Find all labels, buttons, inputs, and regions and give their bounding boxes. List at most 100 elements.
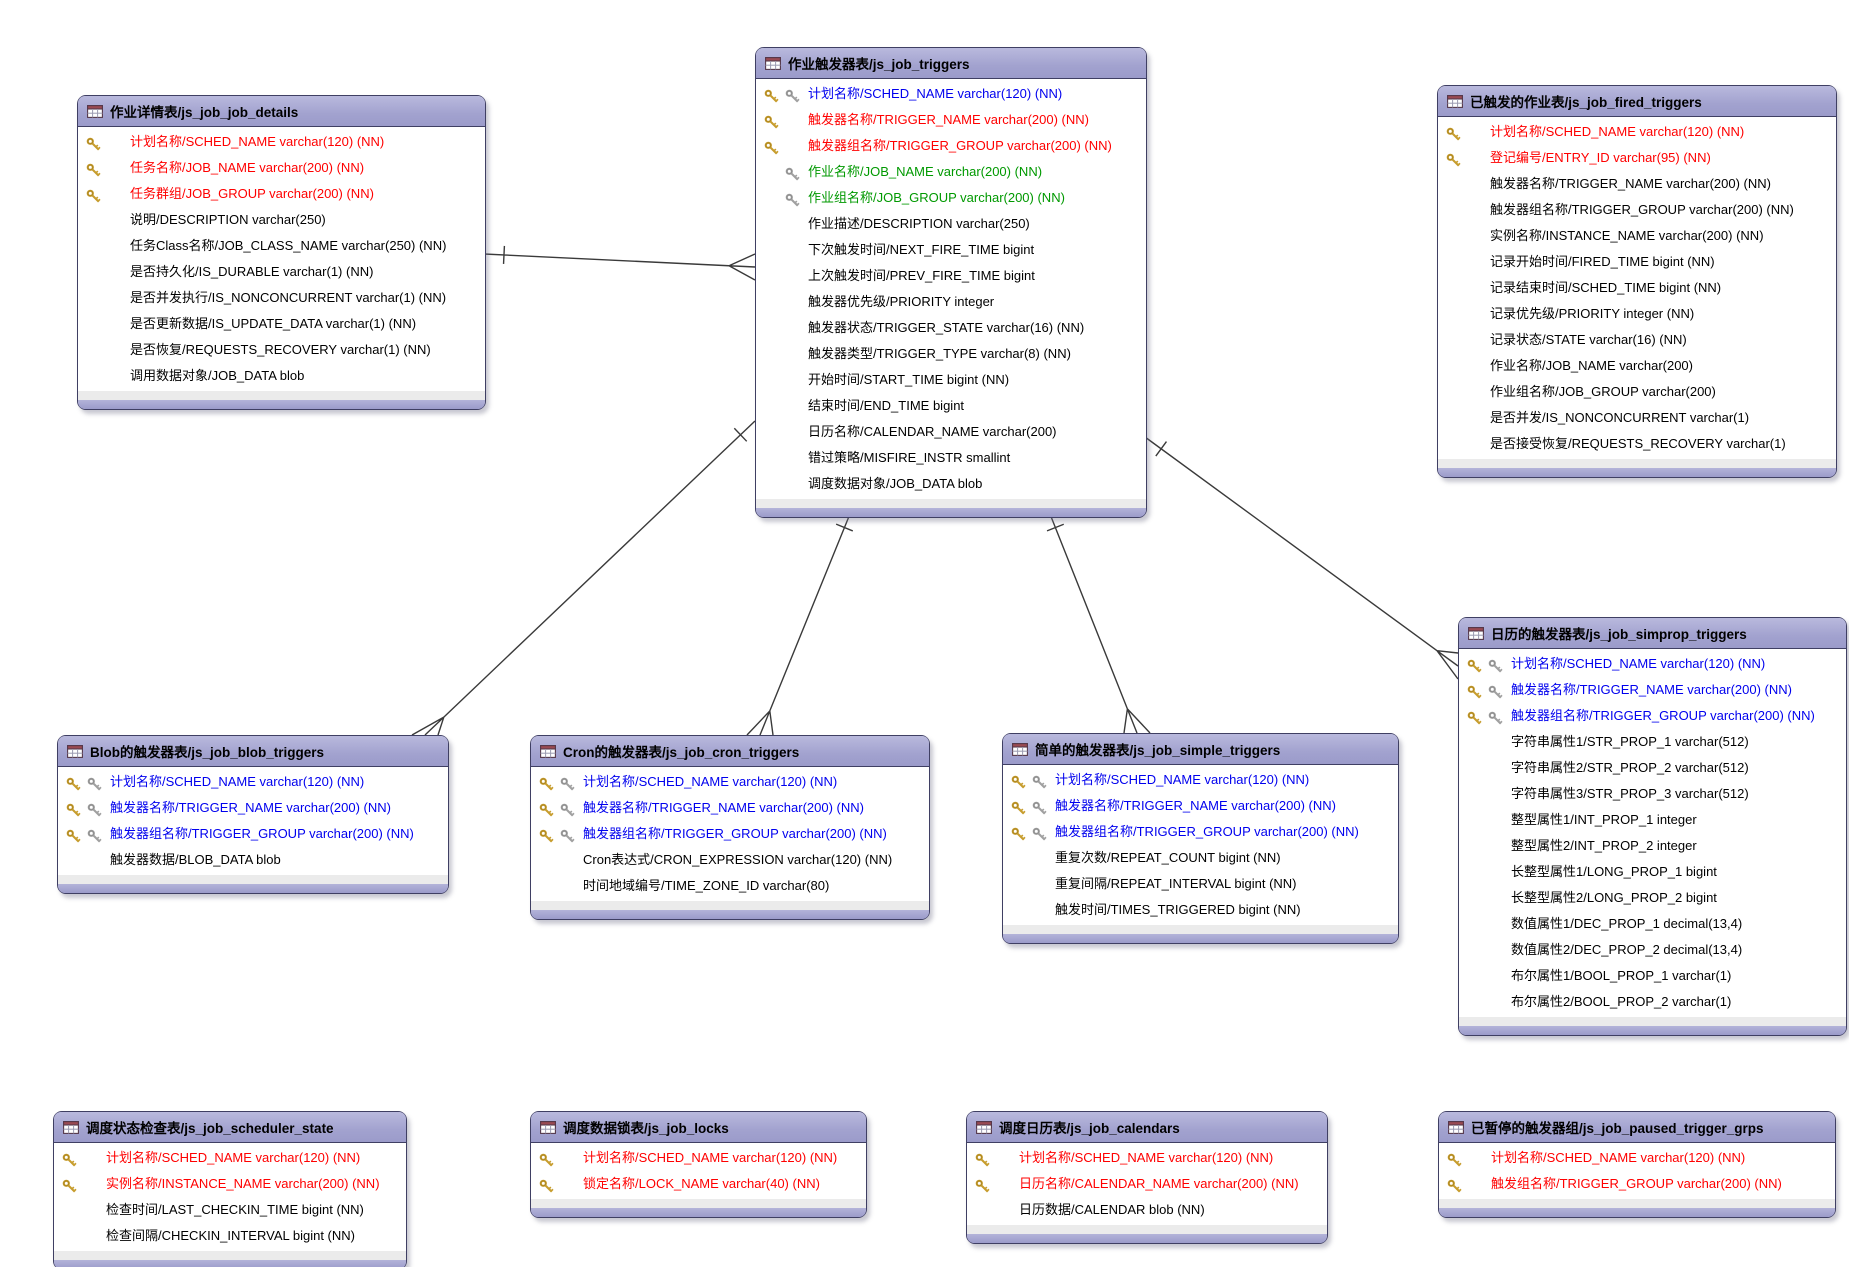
column-row[interactable]: 开始时间/START_TIME bigint (NN) — [756, 367, 1146, 393]
table-header[interactable]: 简单的触发器表/js_job_simple_triggers — [1003, 734, 1398, 765]
column-row[interactable]: 作业名称/JOB_NAME varchar(200) (NN) — [756, 159, 1146, 185]
table-header[interactable]: 作业详情表/js_job_job_details — [78, 96, 485, 127]
column-row[interactable]: 作业名称/JOB_NAME varchar(200) — [1438, 353, 1836, 379]
relationship-js_job_triggers-to-js_job_simprop_triggers[interactable] — [1144, 436, 1459, 680]
column-row[interactable]: 说明/DESCRIPTION varchar(250) — [78, 207, 485, 233]
column-row[interactable]: 长整型属性1/LONG_PROP_1 bigint — [1459, 859, 1846, 885]
column-row[interactable]: 长整型属性2/LONG_PROP_2 bigint — [1459, 885, 1846, 911]
relationship-js_job_triggers-to-js_job_simple_triggers[interactable] — [1046, 508, 1151, 734]
column-row[interactable]: 触发器名称/TRIGGER_NAME varchar(200) (NN) — [756, 107, 1146, 133]
column-row[interactable]: 计划名称/SCHED_NAME varchar(120) (NN) — [531, 1145, 866, 1171]
column-row[interactable]: 记录结束时间/SCHED_TIME bigint (NN) — [1438, 275, 1836, 301]
column-row[interactable]: 是否接受恢复/REQUESTS_RECOVERY varchar(1) — [1438, 431, 1836, 457]
table-header[interactable]: 已暂停的触发器组/js_job_paused_trigger_grps — [1439, 1112, 1835, 1143]
column-row[interactable]: 时间地域编号/TIME_ZONE_ID varchar(80) — [531, 873, 929, 899]
column-row[interactable]: 触发器优先级/PRIORITY integer — [756, 289, 1146, 315]
column-row[interactable]: 触发器组名称/TRIGGER_GROUP varchar(200) (NN) — [531, 821, 929, 847]
column-row[interactable]: 触发器组名称/TRIGGER_GROUP varchar(200) (NN) — [756, 133, 1146, 159]
column-row[interactable]: 任务群组/JOB_GROUP varchar(200) (NN) — [78, 181, 485, 207]
table-header[interactable]: 调度数据锁表/js_job_locks — [531, 1112, 866, 1143]
column-row[interactable]: 布尔属性2/BOOL_PROP_2 varchar(1) — [1459, 989, 1846, 1015]
column-row[interactable]: 记录开始时间/FIRED_TIME bigint (NN) — [1438, 249, 1836, 275]
column-row[interactable]: 触发时间/TIMES_TRIGGERED bigint (NN) — [1003, 897, 1398, 923]
table-header[interactable]: 已触发的作业表/js_job_fired_triggers — [1438, 86, 1836, 117]
table-header[interactable]: 作业触发器表/js_job_triggers — [756, 48, 1146, 79]
column-row[interactable]: 计划名称/SCHED_NAME varchar(120) (NN) — [1003, 767, 1398, 793]
column-row[interactable]: 数值属性2/DEC_PROP_2 decimal(13,4) — [1459, 937, 1846, 963]
relationship-js_job_job_details-to-js_job_triggers[interactable] — [483, 245, 756, 281]
column-row[interactable]: 日历名称/CALENDAR_NAME varchar(200) (NN) — [967, 1171, 1327, 1197]
column-row[interactable]: 是否并发/IS_NONCONCURRENT varchar(1) — [1438, 405, 1836, 431]
relationship-js_job_triggers-to-js_job_cron_triggers[interactable] — [746, 508, 854, 736]
column-row[interactable]: 计划名称/SCHED_NAME varchar(120) (NN) — [967, 1145, 1327, 1171]
column-row[interactable]: 上次触发时间/PREV_FIRE_TIME bigint — [756, 263, 1146, 289]
table-header[interactable]: Cron的触发器表/js_job_cron_triggers — [531, 736, 929, 767]
column-row[interactable]: 触发组名称/TRIGGER_GROUP varchar(200) (NN) — [1439, 1171, 1835, 1197]
column-row[interactable]: 日历数据/CALENDAR blob (NN) — [967, 1197, 1327, 1223]
column-row[interactable]: 触发器组名称/TRIGGER_GROUP varchar(200) (NN) — [58, 821, 448, 847]
column-row[interactable]: 计划名称/SCHED_NAME varchar(120) (NN) — [58, 769, 448, 795]
column-row[interactable]: 触发器名称/TRIGGER_NAME varchar(200) (NN) — [1003, 793, 1398, 819]
column-row[interactable]: 是否持久化/IS_DURABLE varchar(1) (NN) — [78, 259, 485, 285]
column-row[interactable]: 下次触发时间/NEXT_FIRE_TIME bigint — [756, 237, 1146, 263]
table-header[interactable]: 日历的触发器表/js_job_simprop_triggers — [1459, 618, 1846, 649]
column-row[interactable]: 任务Class名称/JOB_CLASS_NAME varchar(250) (N… — [78, 233, 485, 259]
column-row[interactable]: 计划名称/SCHED_NAME varchar(120) (NN) — [78, 129, 485, 155]
column-row[interactable]: 调用数据对象/JOB_DATA blob — [78, 363, 485, 389]
column-row[interactable]: 是否恢复/REQUESTS_RECOVERY varchar(1) (NN) — [78, 337, 485, 363]
column-row[interactable]: 作业组名称/JOB_GROUP varchar(200) (NN) — [756, 185, 1146, 211]
column-row[interactable]: 触发器类型/TRIGGER_TYPE varchar(8) (NN) — [756, 341, 1146, 367]
column-row[interactable]: 整型属性2/INT_PROP_2 integer — [1459, 833, 1846, 859]
column-row[interactable]: 计划名称/SCHED_NAME varchar(120) (NN) — [1438, 119, 1836, 145]
column-row[interactable]: 计划名称/SCHED_NAME varchar(120) (NN) — [1439, 1145, 1835, 1171]
column-row[interactable]: 检查时间/LAST_CHECKIN_TIME bigint (NN) — [54, 1197, 406, 1223]
column-row[interactable]: 日历名称/CALENDAR_NAME varchar(200) — [756, 419, 1146, 445]
column-row[interactable]: 触发器名称/TRIGGER_NAME varchar(200) (NN) — [1459, 677, 1846, 703]
column-row[interactable]: 错过策略/MISFIRE_INSTR smallint — [756, 445, 1146, 471]
column-row[interactable]: 触发器数据/BLOB_DATA blob — [58, 847, 448, 873]
column-row[interactable]: 触发器名称/TRIGGER_NAME varchar(200) (NN) — [1438, 171, 1836, 197]
column-row[interactable]: 触发器名称/TRIGGER_NAME varchar(200) (NN) — [58, 795, 448, 821]
column-row[interactable]: 计划名称/SCHED_NAME varchar(120) (NN) — [756, 81, 1146, 107]
column-row[interactable]: 计划名称/SCHED_NAME varchar(120) (NN) — [54, 1145, 406, 1171]
column-row[interactable]: 计划名称/SCHED_NAME varchar(120) (NN) — [1459, 651, 1846, 677]
column-row[interactable]: 锁定名称/LOCK_NAME varchar(40) (NN) — [531, 1171, 866, 1197]
column-row[interactable]: 调度数据对象/JOB_DATA blob — [756, 471, 1146, 497]
column-row[interactable]: 数值属性1/DEC_PROP_1 decimal(13,4) — [1459, 911, 1846, 937]
column-row[interactable]: 重复间隔/REPEAT_INTERVAL bigint (NN) — [1003, 871, 1398, 897]
column-row[interactable]: 重复次数/REPEAT_COUNT bigint (NN) — [1003, 845, 1398, 871]
column-row[interactable]: 是否更新数据/IS_UPDATE_DATA varchar(1) (NN) — [78, 311, 485, 337]
table-header[interactable]: 调度状态检查表/js_job_scheduler_state — [54, 1112, 406, 1143]
column-row[interactable]: 触发器组名称/TRIGGER_GROUP varchar(200) (NN) — [1459, 703, 1846, 729]
column-row[interactable]: 作业描述/DESCRIPTION varchar(250) — [756, 211, 1146, 237]
column-row[interactable]: 触发器状态/TRIGGER_STATE varchar(16) (NN) — [756, 315, 1146, 341]
column-row[interactable]: 任务名称/JOB_NAME varchar(200) (NN) — [78, 155, 485, 181]
column-row[interactable]: 触发器组名称/TRIGGER_GROUP varchar(200) (NN) — [1438, 197, 1836, 223]
relationship-js_job_triggers-to-js_job_blob_triggers[interactable] — [411, 420, 756, 736]
column-row[interactable]: 字符串属性3/STR_PROP_3 varchar(512) — [1459, 781, 1846, 807]
table-header[interactable]: Blob的触发器表/js_job_blob_triggers — [58, 736, 448, 767]
column-row[interactable]: 是否并发执行/IS_NONCONCURRENT varchar(1) (NN) — [78, 285, 485, 311]
column-row[interactable]: Cron表达式/CRON_EXPRESSION varchar(120) (NN… — [531, 847, 929, 873]
column-row[interactable]: 检查间隔/CHECKIN_INTERVAL bigint (NN) — [54, 1223, 406, 1249]
column-row[interactable]: 记录优先级/PRIORITY integer (NN) — [1438, 301, 1836, 327]
column-row[interactable]: 作业组名称/JOB_GROUP varchar(200) — [1438, 379, 1836, 405]
column-row[interactable]: 字符串属性1/STR_PROP_1 varchar(512) — [1459, 729, 1846, 755]
column-row[interactable]: 记录状态/STATE varchar(16) (NN) — [1438, 327, 1836, 353]
column-row[interactable]: 实例名称/INSTANCE_NAME varchar(200) (NN) — [1438, 223, 1836, 249]
column-row[interactable]: 整型属性1/INT_PROP_1 integer — [1459, 807, 1846, 833]
column-row[interactable]: 实例名称/INSTANCE_NAME varchar(200) (NN) — [54, 1171, 406, 1197]
column-row[interactable]: 触发器名称/TRIGGER_NAME varchar(200) (NN) — [531, 795, 929, 821]
column-row[interactable]: 计划名称/SCHED_NAME varchar(120) (NN) — [531, 769, 929, 795]
column-row[interactable]: 结束时间/END_TIME bigint — [756, 393, 1146, 419]
